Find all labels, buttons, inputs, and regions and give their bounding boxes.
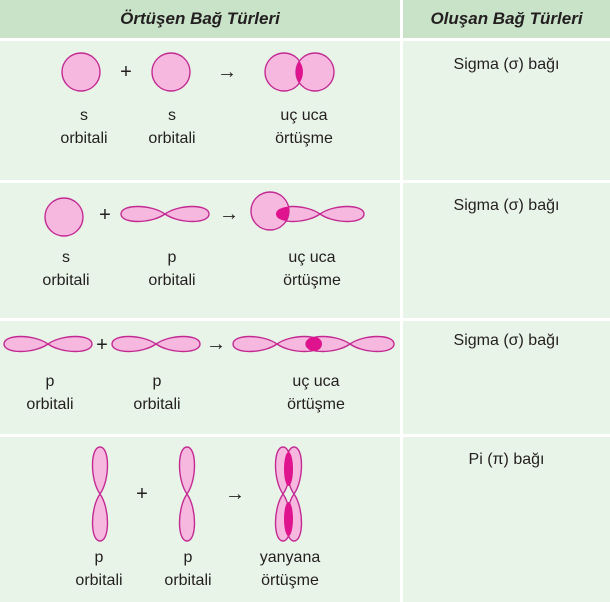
column-divider	[400, 0, 403, 602]
s-p-overlap-shape	[250, 191, 365, 231]
row-4-orbitals	[91, 446, 303, 542]
p-orbital-shape	[111, 335, 201, 353]
p-p-end-overlap-shape	[232, 335, 395, 353]
overlap-region	[284, 502, 293, 536]
header-bond-types: Oluşan Bağ Türleri	[430, 9, 583, 28]
row-divider-3	[0, 434, 610, 437]
row-2-bond-type: Sigma (σ) bağı	[453, 197, 560, 214]
arrow-sign: →	[206, 333, 226, 355]
table-header: Örtüşen Bağ Türleri Oluşan Bağ Türleri	[0, 0, 610, 41]
row-divider-2	[0, 318, 610, 321]
row-1-orbitals	[61, 52, 335, 92]
plus-sign: +	[136, 483, 148, 505]
overlap-region	[276, 206, 289, 222]
p-orbital-shape	[120, 205, 210, 223]
s-orbital-shape	[151, 52, 191, 92]
s-orbital-shape	[44, 197, 84, 237]
arrow-sign: →	[219, 203, 239, 225]
p-p-side-overlap-shape	[274, 446, 303, 542]
p-orbital-vertical-shape	[178, 446, 196, 542]
header-overlap-types: Örtüşen Bağ Türleri	[120, 9, 280, 28]
plus-sign: +	[99, 204, 111, 226]
row-4-bond-type: Pi (π) bağı	[468, 451, 545, 468]
overlap-region	[284, 452, 293, 486]
p-orbital-shape	[3, 335, 93, 353]
row-divider-1	[0, 180, 610, 183]
row-3-orbitals	[3, 335, 395, 353]
s-orbital-shape	[61, 52, 101, 92]
overlap-region	[306, 337, 322, 351]
s-s-overlap-shape	[264, 52, 335, 92]
plus-sign: +	[96, 334, 108, 356]
arrow-sign: →	[225, 483, 245, 505]
arrow-sign: →	[217, 61, 237, 83]
row-2-orbitals	[44, 191, 365, 237]
plus-sign: +	[120, 61, 132, 83]
row-3-bond-type: Sigma (σ) bağı	[453, 332, 560, 349]
p-orbital-vertical-shape	[91, 446, 109, 542]
row-1-bond-type: Sigma (σ) bağı	[453, 56, 560, 73]
